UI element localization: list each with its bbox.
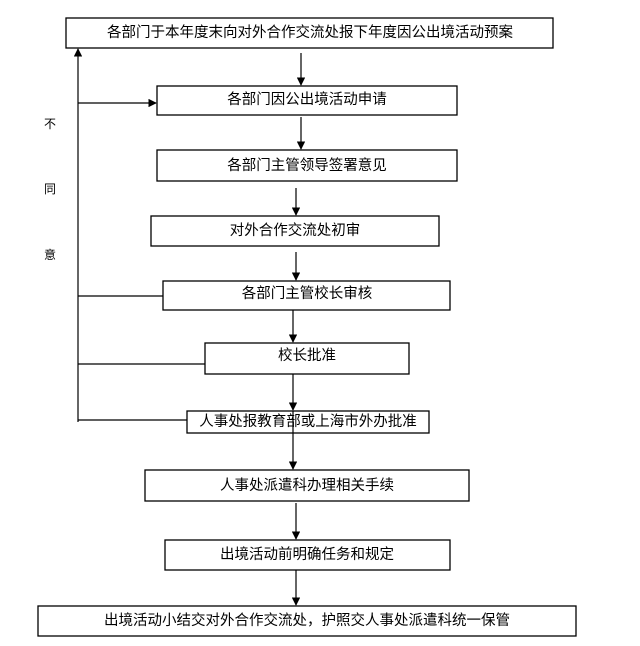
step-3-label: 各部门主管领导签署意见 xyxy=(227,156,387,174)
step-7: 人事处报教育部或上海市外办批准 xyxy=(186,410,430,434)
step-7-label: 人事处报教育部或上海市外办批准 xyxy=(199,413,417,430)
feedback-label-3: 意 xyxy=(44,247,56,262)
step-1: 各部门于本年度末向对外合作交流处报下年度因公出境活动预案 xyxy=(65,17,554,49)
step-8-label: 人事处派遣科办理相关手续 xyxy=(220,477,394,494)
step-10: 出境活动小结交对外合作交流处，护照交人事处派遣科统一保管 xyxy=(37,605,577,637)
step-4-label: 对外合作交流处初审 xyxy=(230,221,361,239)
step-1-label: 各部门于本年度末向对外合作交流处报下年度因公出境活动预案 xyxy=(107,23,513,41)
step-2: 各部门因公出境活动申请 xyxy=(156,85,458,116)
step-6-label: 校长批准 xyxy=(278,347,336,364)
step-9: 出境活动前明确任务和规定 xyxy=(164,539,451,571)
feedback-label-2: 同 xyxy=(44,182,56,196)
step-5-label: 各部门主管校长审核 xyxy=(242,285,373,302)
step-4: 对外合作交流处初审 xyxy=(150,215,440,247)
step-6: 校长批准 xyxy=(204,342,410,375)
step-10-label: 出境活动小结交对外合作交流处，护照交人事处派遣科统一保管 xyxy=(104,611,510,629)
step-5: 各部门主管校长审核 xyxy=(162,280,451,311)
feedback-label-1: 不 xyxy=(44,117,56,131)
step-3: 各部门主管领导签署意见 xyxy=(156,149,458,182)
step-9-label: 出境活动前明确任务和规定 xyxy=(220,545,394,563)
step-2-label: 各部门因公出境活动申请 xyxy=(227,90,387,108)
step-8: 人事处派遣科办理相关手续 xyxy=(144,469,470,502)
